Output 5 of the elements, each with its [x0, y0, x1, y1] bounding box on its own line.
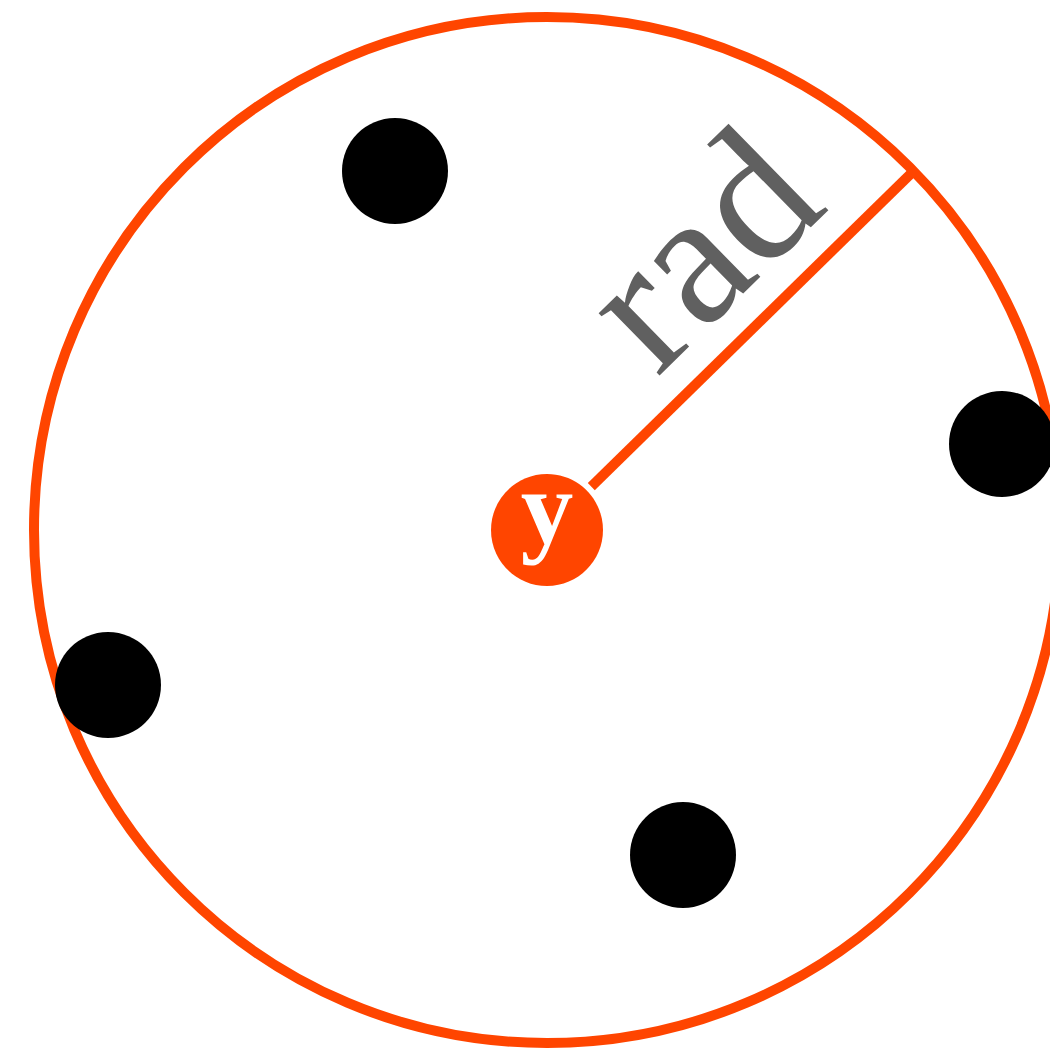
center-point: y [491, 474, 603, 586]
point-dot [55, 632, 161, 738]
radius-label: rad [598, 123, 829, 376]
point-dot [630, 802, 736, 908]
point-dot [342, 118, 448, 224]
